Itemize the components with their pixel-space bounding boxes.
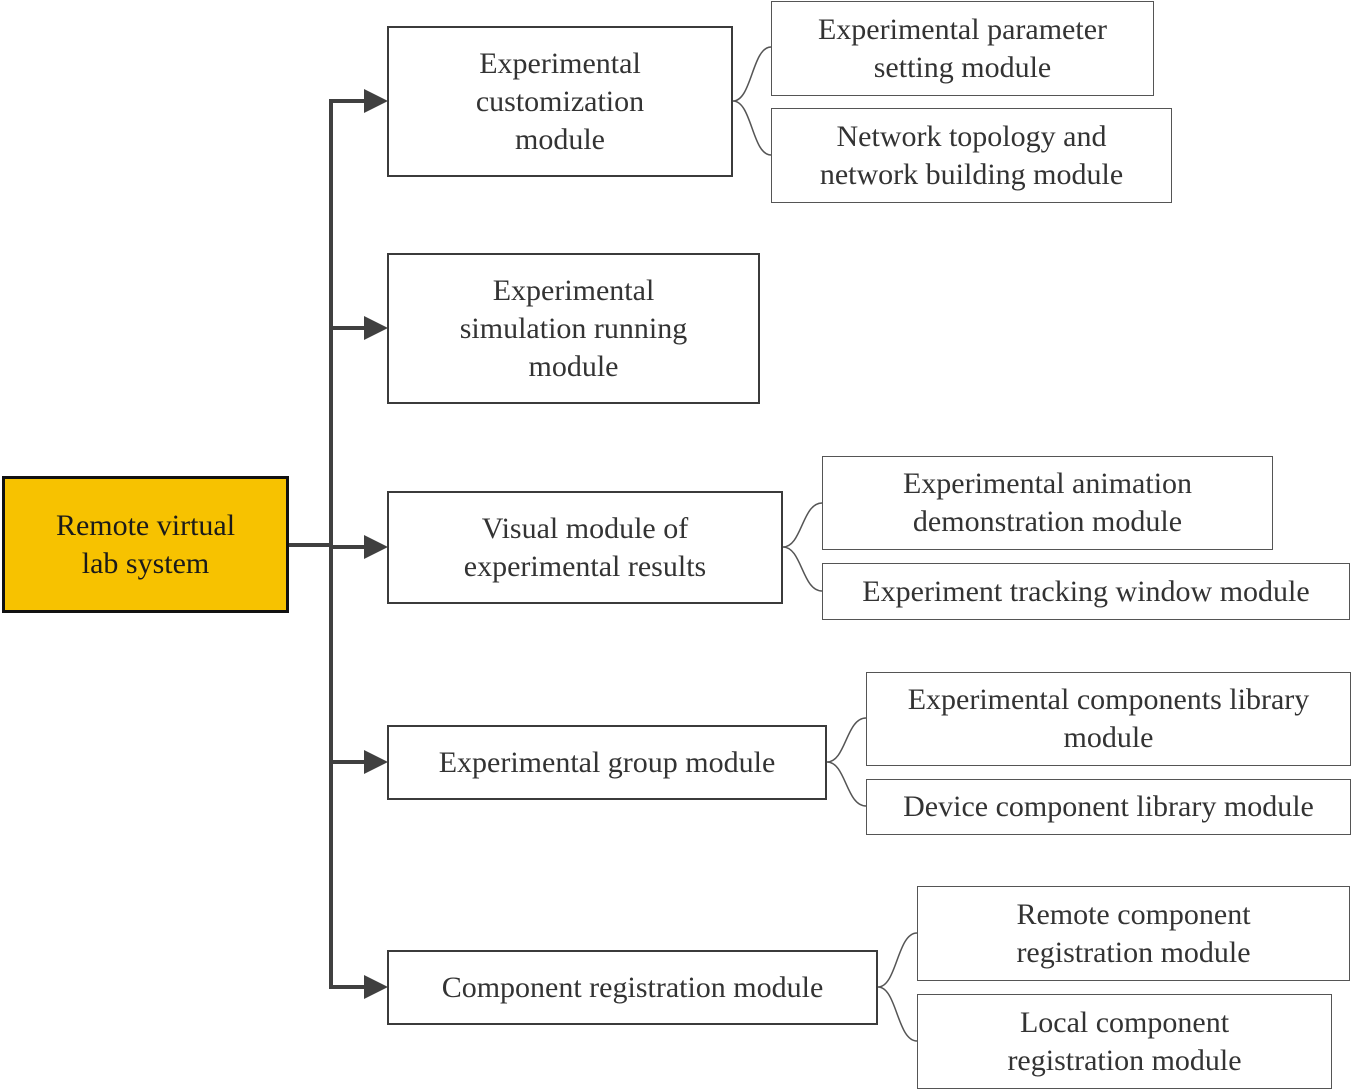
module-label: Visual module of experimental results [463, 511, 707, 583]
submodule-label: Experimental animation demonstration mod… [902, 467, 1193, 538]
module-simulation-running: Experimental simulation running module [387, 253, 760, 404]
submodule-label: Remote component registration module [1016, 897, 1251, 969]
root-node: Remote virtual lab system [2, 476, 289, 613]
submodule-label: Local component registration module [1007, 1005, 1242, 1077]
brace-module-3 [782, 502, 823, 592]
arrowhead-module-5 [364, 975, 388, 999]
submodule-parameter-setting: Experimental parameter setting module [771, 1, 1154, 96]
module-experimental-customization: Experimental customization module [387, 26, 733, 177]
arrowhead-module-2 [364, 316, 388, 340]
submodule-device-component-library: Device component library module [866, 779, 1351, 835]
submodule-components-library: Experimental components library module [866, 672, 1351, 766]
brace-module-5 [877, 932, 918, 1042]
root-label: Remote virtual lab system [55, 508, 236, 580]
submodule-label: Experimental components library module [907, 683, 1310, 754]
submodule-label: Experimental parameter setting module [817, 12, 1107, 84]
module-label: Experimental group module [438, 745, 776, 779]
brace-module-4 [826, 717, 867, 807]
module-experimental-group: Experimental group module [387, 725, 827, 800]
submodule-local-registration: Local component registration module [917, 994, 1332, 1089]
submodule-network-topology: Network topology and network building mo… [771, 108, 1172, 203]
brace-module-1 [732, 46, 772, 156]
module-component-registration: Component registration module [387, 950, 878, 1025]
arrowhead-module-1 [364, 89, 388, 113]
submodule-animation-demonstration: Experimental animation demonstration mod… [822, 456, 1273, 550]
submodule-tracking-window: Experiment tracking window module [822, 563, 1350, 620]
arrowhead-module-3 [364, 535, 388, 559]
arrowhead-module-4 [364, 750, 388, 774]
submodule-remote-registration: Remote component registration module [917, 886, 1350, 981]
submodule-label: Network topology and network building mo… [819, 119, 1124, 191]
module-visual-results: Visual module of experimental results [387, 491, 783, 604]
module-label: Component registration module [441, 970, 824, 1004]
module-label: Experimental simulation running module [459, 273, 688, 383]
submodule-label: Experiment tracking window module [862, 574, 1310, 608]
submodule-label: Device component library module [903, 790, 1314, 823]
module-label: Experimental customization module [475, 46, 645, 156]
